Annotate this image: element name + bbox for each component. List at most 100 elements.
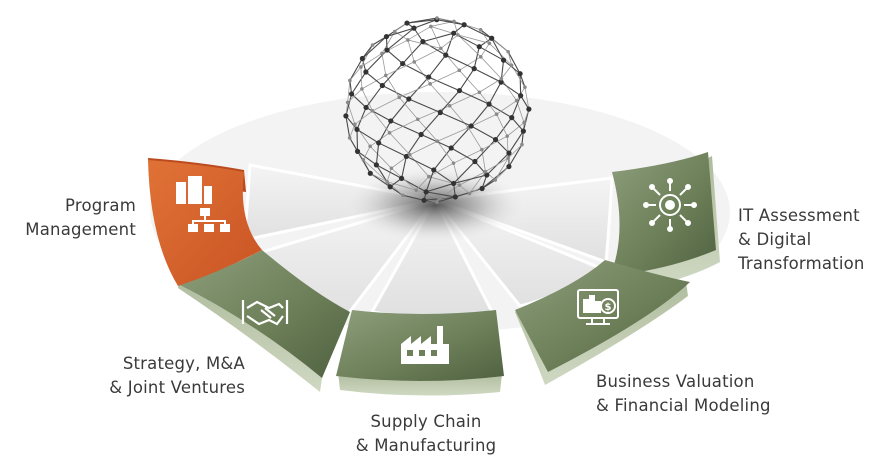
globe-edge (440, 48, 460, 71)
globe-edge (406, 19, 437, 24)
globe-node (494, 112, 499, 117)
globe-node (428, 82, 432, 86)
globe-edge (407, 39, 415, 63)
globe-edge (453, 149, 483, 164)
globe-edge (436, 17, 455, 22)
segment-program-management[interactable] (148, 158, 262, 286)
globe-edge (450, 125, 472, 149)
globe-node (392, 29, 397, 34)
globe-edge (345, 115, 351, 138)
segment-strategy[interactable] (178, 250, 350, 392)
globe-node (373, 162, 379, 168)
globe-edge (473, 46, 480, 69)
globe-node (489, 35, 495, 41)
globe-node (461, 22, 467, 28)
globe-edge (415, 176, 430, 191)
globe-node (385, 179, 389, 184)
globe-node (520, 128, 526, 134)
globe-node (421, 197, 427, 203)
globe-node (506, 163, 512, 170)
segment-business-valuation[interactable]: $ (515, 260, 690, 385)
globe-node (493, 178, 498, 182)
globe-edge (356, 128, 379, 144)
globe-edge (417, 119, 438, 142)
globe-node (426, 74, 432, 80)
globe-edge (470, 125, 496, 141)
segment-supply-chain[interactable] (336, 310, 504, 396)
globe-node (397, 95, 401, 100)
globe-node (380, 51, 384, 56)
globe-node (435, 200, 439, 204)
gear-circuit-icon (643, 178, 697, 232)
globe-node (435, 16, 439, 20)
segment-it-assessment[interactable] (610, 152, 720, 286)
globe-edge (459, 56, 481, 71)
globe-node (457, 68, 462, 73)
globe-node (383, 73, 388, 78)
globe-node (509, 63, 514, 68)
globe-shadow (340, 165, 530, 245)
globe-edge (386, 27, 415, 51)
globe-edge (524, 87, 530, 110)
globe-node (404, 20, 410, 26)
globe-edge (376, 164, 402, 179)
globe-edge (429, 83, 450, 107)
globe-node (518, 93, 524, 99)
globe-edge (469, 171, 486, 194)
globe-edge (389, 132, 411, 156)
globe-node (406, 96, 412, 102)
globe-node (435, 139, 440, 144)
globe-edge (365, 49, 388, 73)
globe-node (467, 191, 472, 196)
globe-edge (491, 37, 505, 61)
globe-edge (414, 48, 442, 63)
org-chart-icon (176, 176, 230, 232)
globe-edge (433, 147, 452, 171)
globe-edge (362, 146, 371, 160)
globe-node (376, 140, 382, 146)
globe-node (452, 194, 458, 200)
globe-edge (349, 137, 359, 152)
globe-edge (430, 26, 442, 49)
globe-node (451, 30, 457, 36)
label-supply-chain: Supply Chain& Manufacturing (355, 412, 497, 455)
globe-edge (354, 110, 373, 125)
globe-edge (369, 172, 391, 188)
globe-edge (390, 120, 422, 135)
monitor-chart-icon: $ (577, 289, 619, 325)
globe-edge (361, 75, 386, 90)
globe-edge (372, 110, 390, 134)
globe-edge (409, 154, 430, 177)
globe-node (370, 43, 375, 47)
globe-node (353, 122, 357, 127)
globe-node (456, 33, 460, 37)
globe-edge (508, 130, 524, 154)
label-strategy: Strategy, M&A& Joint Ventures (109, 354, 245, 397)
globe-edge (453, 20, 481, 31)
globe-edge (378, 120, 392, 144)
globe-node (448, 145, 454, 151)
globe-edge (369, 132, 390, 147)
globe-node (514, 98, 519, 103)
globe-node (383, 33, 390, 40)
globe-node (379, 82, 385, 89)
globe-edge (507, 122, 525, 137)
globe-edge (401, 156, 407, 179)
factory-icon (401, 326, 449, 364)
globe-edge (481, 135, 508, 151)
globe-edge (408, 76, 430, 100)
globe-edge (413, 19, 437, 29)
globe-edge (372, 96, 400, 112)
globe-node (437, 196, 441, 201)
globe-node (498, 79, 504, 85)
globe-edge (520, 95, 530, 110)
globe-edge (496, 100, 517, 115)
globe-edge (426, 191, 456, 198)
globe-edge (385, 61, 415, 76)
globe-node (452, 19, 456, 24)
globe-edge (440, 34, 459, 49)
globe-edge (413, 61, 431, 85)
globe-edge (429, 69, 460, 85)
globe-node (439, 46, 443, 51)
globe-edge (507, 51, 521, 74)
